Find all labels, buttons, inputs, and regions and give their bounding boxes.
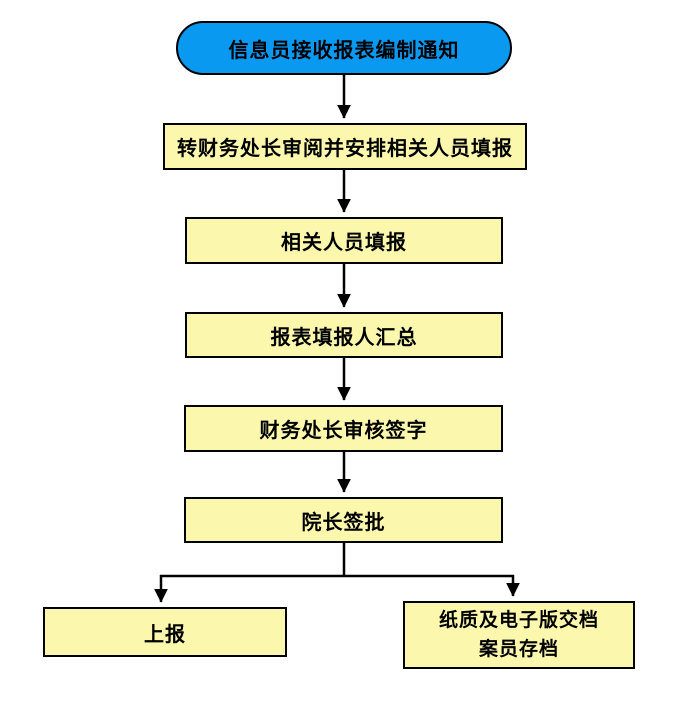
node-start: 信息员接收报表编制通知 — [176, 21, 512, 75]
node-archive-line1: 纸质及电子版交档 — [438, 610, 599, 631]
node-approve: 院长签批 — [184, 497, 503, 543]
node-review-label: 转财务处长审阅并安排相关人员填报 — [177, 138, 513, 160]
node-fill: 相关人员填报 — [185, 217, 503, 264]
node-archive: 纸质及电子版交档 案员存档 — [403, 601, 635, 669]
node-report: 上报 — [43, 607, 287, 657]
node-archive-line2: 案员存档 — [478, 639, 559, 660]
node-report-label: 上报 — [144, 623, 186, 646]
node-fill-label: 相关人员填报 — [281, 232, 407, 254]
node-review: 转财务处长审阅并安排相关人员填报 — [163, 123, 527, 170]
node-start-label: 信息员接收报表编制通知 — [228, 39, 460, 62]
node-approve-label: 院长签批 — [301, 511, 386, 534]
node-sign-label: 财务处长审核签字 — [259, 420, 428, 442]
node-summary: 报表填报人汇总 — [185, 312, 503, 358]
node-summary-label: 报表填报人汇总 — [270, 326, 418, 349]
node-sign: 财务处长审核签字 — [184, 405, 503, 452]
